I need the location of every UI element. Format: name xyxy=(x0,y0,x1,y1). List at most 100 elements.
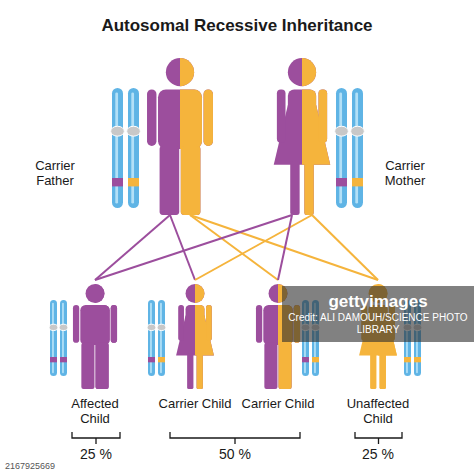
allele-band xyxy=(128,178,139,186)
figure-head xyxy=(186,284,205,303)
chromatid-highlight xyxy=(355,92,358,203)
chromatid-highlight xyxy=(339,92,342,203)
figure-label: Carrier Father xyxy=(19,158,91,188)
figure-left-half xyxy=(274,58,331,215)
percentage-label: 25 % xyxy=(66,446,126,462)
figure-leg xyxy=(181,146,201,215)
figure-head xyxy=(166,58,194,86)
figure-leg xyxy=(187,353,193,389)
figure-leg xyxy=(197,353,203,389)
figure-leg xyxy=(304,162,313,215)
figure-right-half xyxy=(302,58,330,215)
chromatid xyxy=(128,88,139,208)
figure-label: Carrier Child xyxy=(241,396,315,411)
figure-leg xyxy=(81,343,94,389)
figure-leg xyxy=(96,343,109,389)
bracket xyxy=(355,432,402,444)
figure-leg xyxy=(380,353,386,389)
figure-arm xyxy=(111,305,117,343)
chromosome xyxy=(127,88,141,208)
allele-band xyxy=(336,178,347,186)
inheritance-line xyxy=(312,215,378,280)
figure-right-half xyxy=(195,284,214,389)
figure-head xyxy=(86,284,105,303)
figure-leg xyxy=(290,162,299,215)
bracket xyxy=(72,432,120,444)
allele-band xyxy=(50,357,57,362)
figure-arm xyxy=(204,89,213,146)
allele-band xyxy=(404,357,411,362)
figure-arm xyxy=(206,305,212,341)
figure-torso xyxy=(80,305,109,345)
person-figure xyxy=(147,58,213,215)
allele-band xyxy=(158,357,165,362)
parent-figure: Carrier Mother xyxy=(255,55,460,215)
figure-arm xyxy=(111,305,117,343)
centromere xyxy=(147,324,156,330)
figure-leg xyxy=(380,353,386,389)
allele-band xyxy=(60,357,67,362)
chromosome xyxy=(351,88,365,208)
centromere xyxy=(351,126,365,136)
allele-band xyxy=(414,357,421,362)
percentage-label: 25 % xyxy=(348,446,408,462)
figure-right-half xyxy=(95,284,117,389)
centromere xyxy=(111,126,125,136)
chromatid-highlight xyxy=(62,303,64,373)
figure-left-half xyxy=(147,58,213,215)
chromosome xyxy=(157,300,166,376)
child-figure: Affected Child xyxy=(44,280,144,430)
person-figure xyxy=(274,58,331,215)
figure-leg xyxy=(304,162,313,215)
inheritance-line xyxy=(95,215,170,280)
centromere xyxy=(59,324,68,330)
chromatid-highlight xyxy=(52,303,54,373)
figure-head xyxy=(195,284,204,303)
figure-label: Carrier Mother xyxy=(369,158,441,188)
allele-band xyxy=(302,357,309,362)
chromatid xyxy=(352,88,363,208)
person-figure xyxy=(73,284,117,389)
bracket xyxy=(170,432,300,444)
centromere xyxy=(157,324,166,330)
chromatid xyxy=(60,300,67,376)
chromatid xyxy=(336,88,347,208)
inheritance-line xyxy=(195,215,312,280)
figure-arm xyxy=(318,89,327,142)
figure-left-half xyxy=(176,284,214,389)
chromosome xyxy=(49,300,58,376)
chromosome xyxy=(147,300,156,376)
figure-leg xyxy=(370,353,376,389)
person-figure xyxy=(176,284,214,389)
chromatid xyxy=(148,300,155,376)
centromere xyxy=(335,126,349,136)
chromatid xyxy=(50,300,57,376)
watermark: gettyimages xyxy=(285,292,471,311)
figure-label: Affected Child xyxy=(58,396,132,426)
allele-band xyxy=(352,178,363,186)
child-figure: Carrier Child xyxy=(144,280,234,415)
figure-leg xyxy=(181,146,201,215)
inheritance-line xyxy=(190,215,378,280)
allele-band xyxy=(312,357,319,362)
chromosome xyxy=(111,88,125,208)
figure-torso xyxy=(180,89,202,149)
figure-torso xyxy=(158,89,202,149)
figure-leg xyxy=(279,343,292,389)
figure-head xyxy=(95,284,104,303)
chromatid-highlight xyxy=(160,303,162,373)
chromatid-highlight xyxy=(150,303,152,373)
chromatid xyxy=(158,300,165,376)
figure-head xyxy=(302,58,316,86)
chromatid xyxy=(112,88,123,208)
inheritance-line xyxy=(95,215,292,280)
figure-leg xyxy=(264,343,277,389)
figure-arm xyxy=(277,89,286,142)
figure-leg xyxy=(96,343,109,389)
figure-arm xyxy=(204,89,213,146)
allele-band xyxy=(148,357,155,362)
figure-torso xyxy=(95,305,110,345)
parent-figure: Carrier Father xyxy=(15,55,220,215)
watermark-credit: Credit: ALI DAMOUH/SCIENCE PHOTO LIBRARY xyxy=(285,312,471,336)
